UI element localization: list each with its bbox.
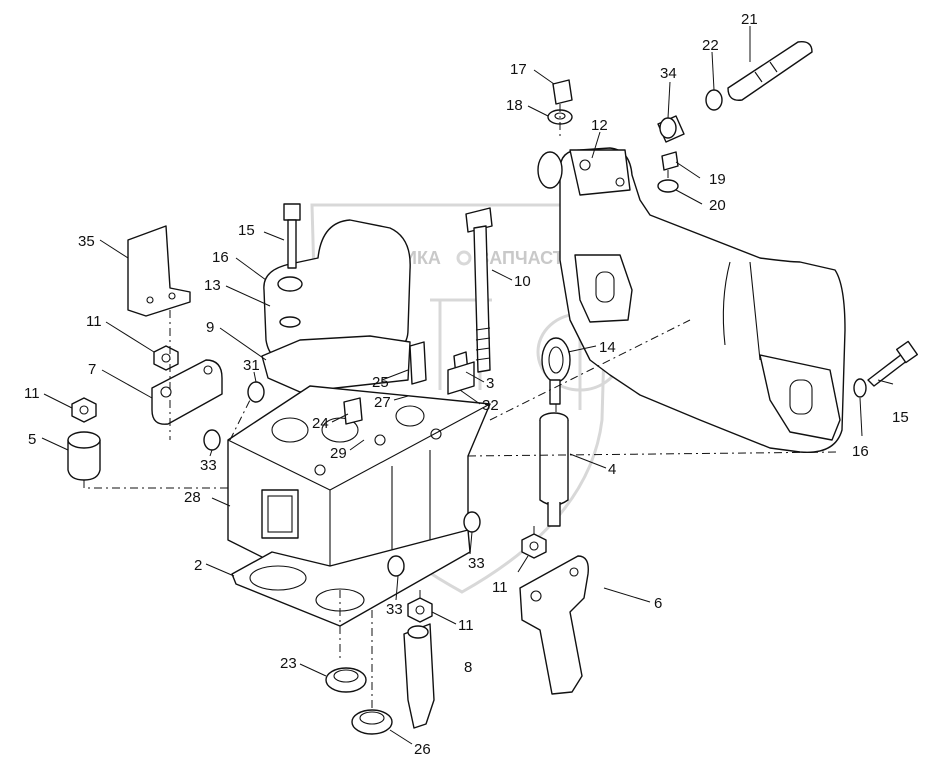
- callout-11-center: 11: [458, 617, 474, 634]
- callout-7: 7: [88, 361, 96, 378]
- callout-9: 9: [206, 319, 214, 336]
- callout-29: 29: [330, 445, 347, 462]
- callout-16-upper: 16: [212, 249, 229, 266]
- callout-5: 5: [28, 431, 36, 448]
- leader-lines: [41, 26, 894, 745]
- callout-27: 27: [374, 394, 391, 411]
- bracket-6: [519, 555, 589, 695]
- callout-25: 25: [372, 374, 389, 391]
- callout-24: 24: [312, 415, 329, 432]
- callout-18: 18: [506, 97, 523, 114]
- washer-33-mid: [463, 511, 481, 533]
- nut-11-upper-left: [153, 345, 179, 371]
- nut-11-center: [407, 597, 433, 623]
- nut-11-right: [521, 533, 547, 559]
- washer-33-low: [387, 555, 405, 577]
- assembly-lines: [83, 104, 841, 712]
- watermark-right-text: ЗАПЧАСТИ: [478, 248, 577, 268]
- callout-33-low: 33: [386, 601, 403, 618]
- nut-11-left: [71, 397, 97, 423]
- washer-16-right: [853, 378, 867, 398]
- callout-34: 34: [660, 65, 677, 82]
- exhaust-manifold: [537, 147, 846, 454]
- seal-26: [351, 709, 393, 735]
- bolt-19: [661, 151, 679, 171]
- callout-23: 23: [280, 655, 297, 672]
- spacer-7: [151, 359, 223, 425]
- bracket-35: [127, 225, 191, 317]
- sleeve-5: [67, 431, 101, 481]
- callout-16-right: 16: [852, 443, 869, 460]
- rod-4: [539, 412, 569, 527]
- plate-32: [447, 361, 475, 395]
- callout-14: 14: [599, 339, 616, 356]
- lifting-eye-14: [541, 337, 571, 405]
- callout-6: 6: [654, 595, 662, 612]
- callout-11-upper: 11: [86, 313, 102, 330]
- callout-28: 28: [184, 489, 201, 506]
- gasket-9: [261, 335, 411, 393]
- callout-11-right: 11: [492, 579, 508, 596]
- pipe-21: [727, 41, 813, 101]
- callout-2: 2: [194, 557, 202, 574]
- callout-10: 10: [514, 273, 531, 290]
- callout-13: 13: [204, 277, 221, 294]
- washer-33-left: [203, 429, 221, 451]
- callout-33-mid: 33: [468, 555, 485, 572]
- plug-17: [552, 79, 573, 105]
- seal-23: [325, 667, 367, 693]
- callout-3: 3: [486, 375, 494, 392]
- callout-19: 19: [709, 171, 726, 188]
- injector-clamp-8: [403, 623, 435, 729]
- head-gasket-2: [231, 529, 471, 627]
- callout-15-upper: 15: [238, 222, 255, 239]
- callout-26: 26: [414, 741, 431, 758]
- callout-22: 22: [702, 37, 719, 54]
- callout-12: 12: [591, 117, 608, 134]
- callout-32: 32: [482, 397, 499, 414]
- clamp-22: [705, 89, 723, 111]
- callout-20: 20: [709, 197, 726, 214]
- bolt-10: [465, 207, 493, 373]
- callout-8: 8: [464, 659, 472, 676]
- callout-33-left: 33: [200, 457, 217, 474]
- callout-35: 35: [78, 233, 95, 250]
- callout-4: 4: [608, 461, 616, 478]
- callout-21: 21: [741, 11, 758, 28]
- washer-20: [657, 179, 679, 193]
- washer-16-upper: [277, 276, 303, 292]
- bolt-15-right: [867, 340, 919, 387]
- callout-17: 17: [510, 61, 527, 78]
- callout-11-left: 11: [24, 385, 40, 402]
- fitting-34: [657, 115, 685, 143]
- callout-15-right: 15: [892, 409, 909, 426]
- bolt-15-upper: [283, 203, 301, 269]
- washer-31: [247, 381, 265, 403]
- callout-labels: 21 22 17 34 18 12 19 20 15 35 16 10 13 1…: [24, 11, 909, 758]
- callout-31: 31: [243, 357, 260, 374]
